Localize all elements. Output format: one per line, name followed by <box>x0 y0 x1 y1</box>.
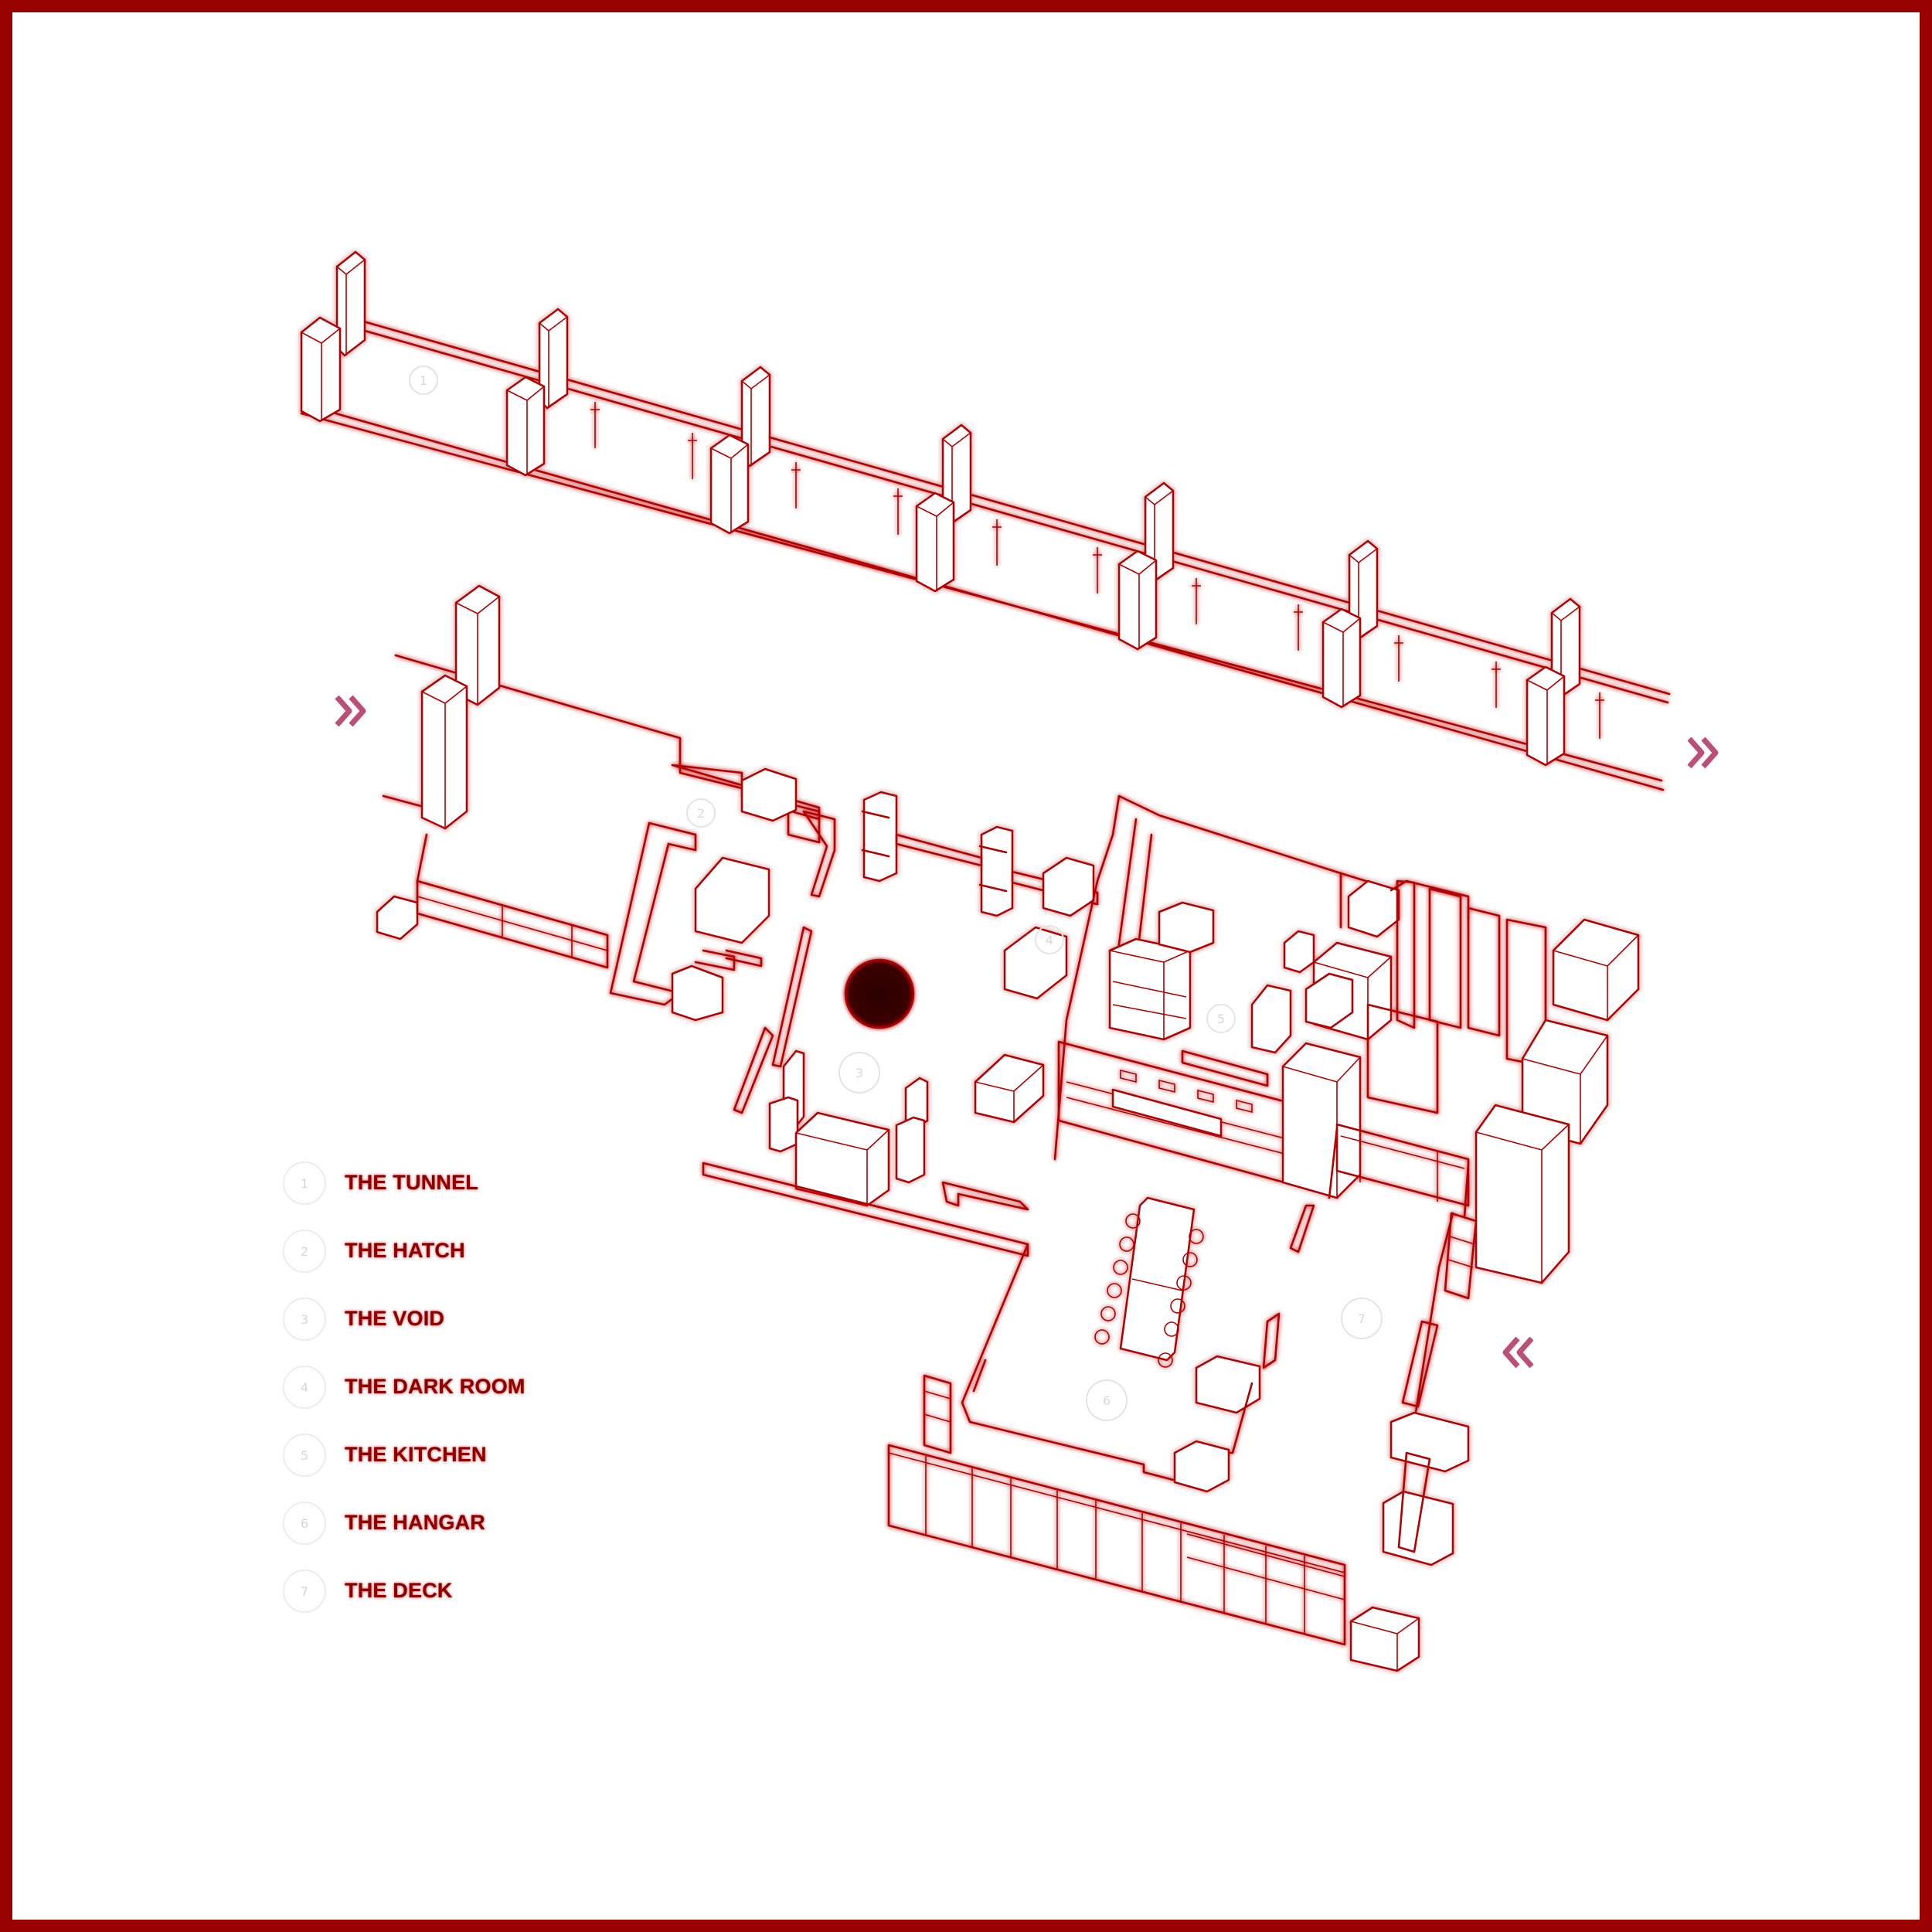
legend-label: THE HATCH <box>345 1239 465 1262</box>
double-chevron-right-icon <box>335 695 366 727</box>
double-chevron-left-icon <box>1502 1336 1534 1369</box>
marker-hangar: 6 <box>1103 1393 1111 1408</box>
legend-item: 5 THE KITCHEN <box>283 1434 607 1480</box>
double-chevron-right-icon <box>1687 736 1719 769</box>
legend-item: 2 THE HATCH <box>283 1230 607 1276</box>
legend-number: 2 <box>283 1230 326 1273</box>
legend-label: THE VOID <box>345 1307 445 1330</box>
legend-item: 7 THE DECK <box>283 1570 607 1616</box>
legend-item: 1 THE TUNNEL <box>283 1162 607 1208</box>
legend-label: THE HANGAR <box>345 1511 485 1534</box>
legend-item: 3 THE VOID <box>283 1298 607 1344</box>
legend-item: 6 THE HANGAR <box>283 1502 607 1548</box>
main-building <box>376 584 1640 1672</box>
legend-number: 1 <box>283 1162 326 1205</box>
marker-void: 3 <box>855 1066 863 1080</box>
tunnel-corridor <box>300 250 1671 791</box>
marker-tunnel: 1 <box>420 373 427 388</box>
tunnel-pillars <box>300 250 1581 767</box>
legend-number: 4 <box>283 1366 326 1409</box>
marker-deck: 7 <box>1358 1311 1366 1326</box>
tunnel-wall-lamps <box>590 402 1604 739</box>
legend-label: THE DARK ROOM <box>345 1375 526 1398</box>
void-dark-sphere <box>844 958 915 1029</box>
legend-number: 7 <box>283 1570 326 1613</box>
legend-number: 5 <box>283 1434 326 1477</box>
deck-dining-chairs <box>1094 1213 1204 1368</box>
marker-dark-room: 4 <box>1046 933 1053 947</box>
legend-item: 4 THE DARK ROOM <box>283 1366 607 1412</box>
legend-label: THE TUNNEL <box>345 1171 478 1194</box>
plan-room-markers: 1 2 3 4 5 6 7 <box>409 366 1383 1421</box>
legend-label: THE KITCHEN <box>345 1443 487 1466</box>
legend-label: THE DECK <box>345 1579 453 1602</box>
legend-number: 6 <box>283 1502 326 1545</box>
legend-number: 3 <box>283 1298 326 1341</box>
marker-kitchen: 5 <box>1217 1012 1225 1026</box>
marker-hatch: 2 <box>697 806 705 821</box>
